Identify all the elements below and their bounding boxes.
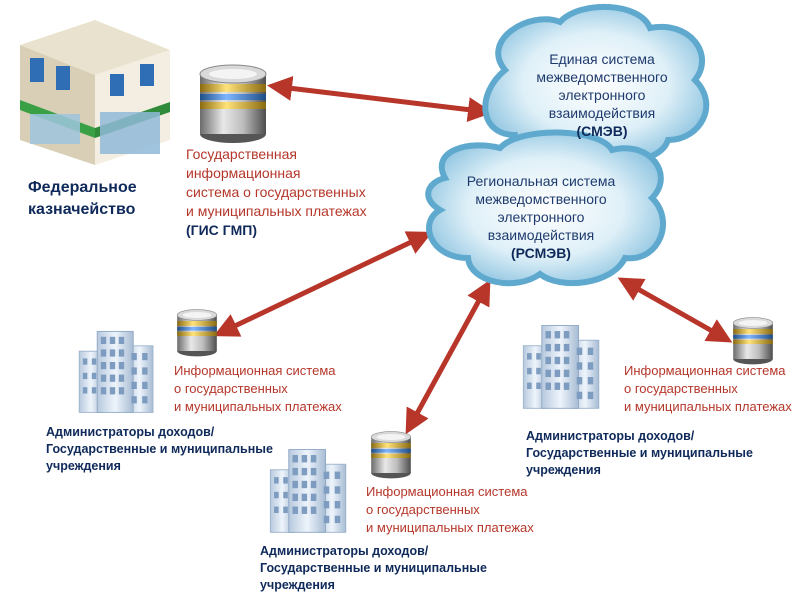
gis-gmp-label: Государственная информационная система о…	[186, 146, 367, 238]
database-icon-right	[732, 317, 774, 365]
arrow-gis-smev	[267, 75, 493, 123]
database-icon-gis	[199, 64, 267, 144]
smev-label: Единая система межведомственного электро…	[512, 50, 692, 140]
administrators-label-right: Администраторы доходов/ Государственные …	[526, 429, 753, 477]
rsmev-abbr: (РСМЭВ)	[511, 245, 571, 261]
smev-abbr: (СМЭВ)	[576, 123, 628, 139]
office-building-icon-bottom	[269, 449, 347, 533]
info-system-label-left: Информационная система о государственных…	[174, 363, 342, 414]
administrators-label-bottom: Администраторы доходов/ Государственные …	[260, 544, 487, 592]
database-icon-bottom	[370, 431, 412, 479]
database-icon-left	[176, 309, 218, 357]
office-building-icon-left	[78, 330, 154, 413]
treasury-building-icon	[20, 20, 170, 165]
arrow-rsmev-right-system	[617, 277, 733, 343]
office-building-icon-right	[522, 325, 600, 409]
arrow-rsmev-left-system	[213, 231, 433, 337]
info-system-label-bottom: Информационная система о государственных…	[366, 484, 534, 535]
arrow-rsmev-bottom-system	[405, 279, 491, 435]
federal-treasury-label: Федеральное казначейство	[28, 179, 137, 218]
rsmev-label: Региональная система межведомственного э…	[446, 172, 636, 262]
info-system-label-right: Информационная система о государственных…	[624, 363, 792, 414]
administrators-label-left: Администраторы доходов/ Государственные …	[46, 425, 273, 473]
rsmev-cloud	[425, 129, 666, 287]
gis-gmp-abbr: (ГИС ГМП)	[186, 222, 257, 238]
